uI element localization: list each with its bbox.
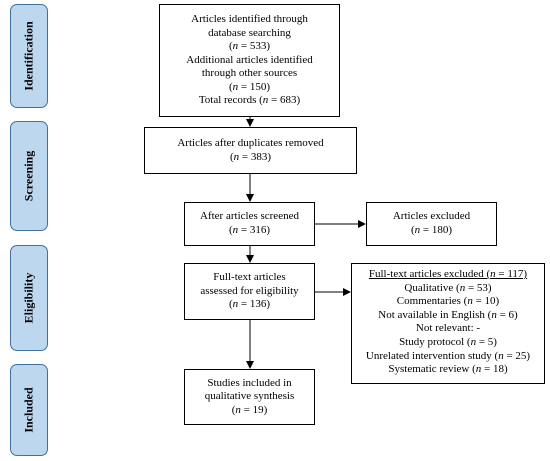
box-line: (n = 180)	[410, 224, 453, 236]
stage-screening: Screening	[10, 121, 48, 231]
box-line: Studies included in	[207, 376, 292, 389]
box-line: Total records (n = 683)	[198, 94, 301, 107]
box-line: through other sources	[201, 67, 298, 80]
box-line: Not relevant: -	[415, 322, 481, 335]
included-box: Studies included in qualitative synthesi…	[184, 369, 315, 425]
box-line: Systematic review (n = 18)	[388, 363, 508, 376]
box-line: Qualitative (n = 53)	[404, 281, 492, 294]
box-line: Articles excluded	[392, 210, 471, 223]
box-line: Additional articles identified	[186, 53, 313, 66]
box-line: assessed for eligibility	[200, 284, 299, 297]
box-line: Not available in English (n = 6)	[378, 308, 518, 321]
box-line: Articles after duplicates removed	[177, 136, 324, 149]
box-line: (n = 150)	[228, 80, 271, 93]
box-line: Commentaries (n = 10)	[396, 295, 500, 308]
box-line: database searching	[208, 26, 291, 39]
box-line: (n = 316)	[228, 224, 271, 236]
box-line: Articles identified through	[191, 12, 308, 25]
fulltext-excluded-box: Full-text articles excluded (n = 117) Qu…	[351, 263, 545, 384]
box-line: (n = 19)	[231, 403, 268, 416]
box-line: Unrelated intervention study (n = 25)	[365, 349, 531, 362]
box-line: After articles screened	[200, 210, 299, 223]
box-line: Full-text articles	[213, 271, 286, 284]
box-line: (n = 136)	[228, 298, 271, 311]
excluded-box: Articles excluded (n = 180)	[366, 202, 497, 246]
stage-included: Included	[10, 364, 48, 456]
screened-box: After articles screened (n = 316)	[184, 202, 315, 246]
stage-eligibility: Eligibility	[10, 245, 48, 351]
box-line: qualitative synthesis	[204, 390, 295, 403]
identification-box: Articles identified through database sea…	[159, 4, 340, 117]
box-line: (n = 383)	[229, 150, 272, 163]
excluded-heading: Full-text articles excluded (n = 117)	[368, 268, 528, 280]
stage-identification: Identification	[10, 4, 48, 108]
box-line: Study protocol (n = 5)	[399, 335, 497, 348]
fulltext-box: Full-text articles assessed for eligibil…	[184, 263, 315, 320]
screening-box: Articles after duplicates removed (n = 3…	[144, 127, 357, 174]
box-line: (n = 533)	[228, 40, 271, 53]
